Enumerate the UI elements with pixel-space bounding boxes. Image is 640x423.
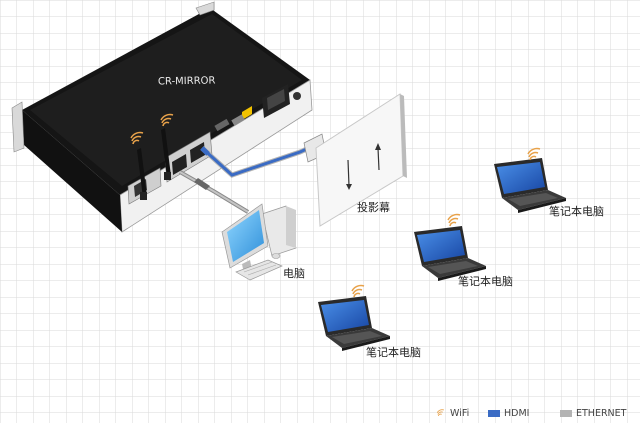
desktop-computer bbox=[221, 203, 297, 281]
pc-label: 电脑 bbox=[283, 267, 305, 280]
legend-item-wifi: WiFi bbox=[450, 408, 469, 419]
laptop-label-bottom: 笔记本电脑 bbox=[366, 346, 421, 359]
projector-label: 投影幕 bbox=[357, 201, 390, 214]
ethernet-swatch bbox=[560, 410, 572, 417]
legend-item-ethernet: ETHERNET bbox=[560, 408, 626, 419]
legend-label-wifi: WiFi bbox=[450, 408, 470, 419]
legend-label-ethernet: ETHERNET bbox=[576, 408, 627, 419]
antenna-left bbox=[137, 148, 147, 200]
projector-screen bbox=[315, 93, 407, 227]
laptop-label-right: 笔记本电脑 bbox=[549, 205, 604, 218]
hdmi-swatch bbox=[488, 410, 500, 417]
legend-item-hdmi: HDMI bbox=[488, 408, 529, 419]
cr-mirror-device bbox=[11, 1, 313, 233]
antenna-right bbox=[161, 128, 171, 180]
device-name-label: CR-MIRROR bbox=[157, 75, 216, 88]
legend-label-hdmi: HDMI bbox=[504, 408, 530, 419]
laptop-label-middle: 笔记本电脑 bbox=[458, 275, 513, 288]
ethernet-cable bbox=[179, 170, 250, 214]
